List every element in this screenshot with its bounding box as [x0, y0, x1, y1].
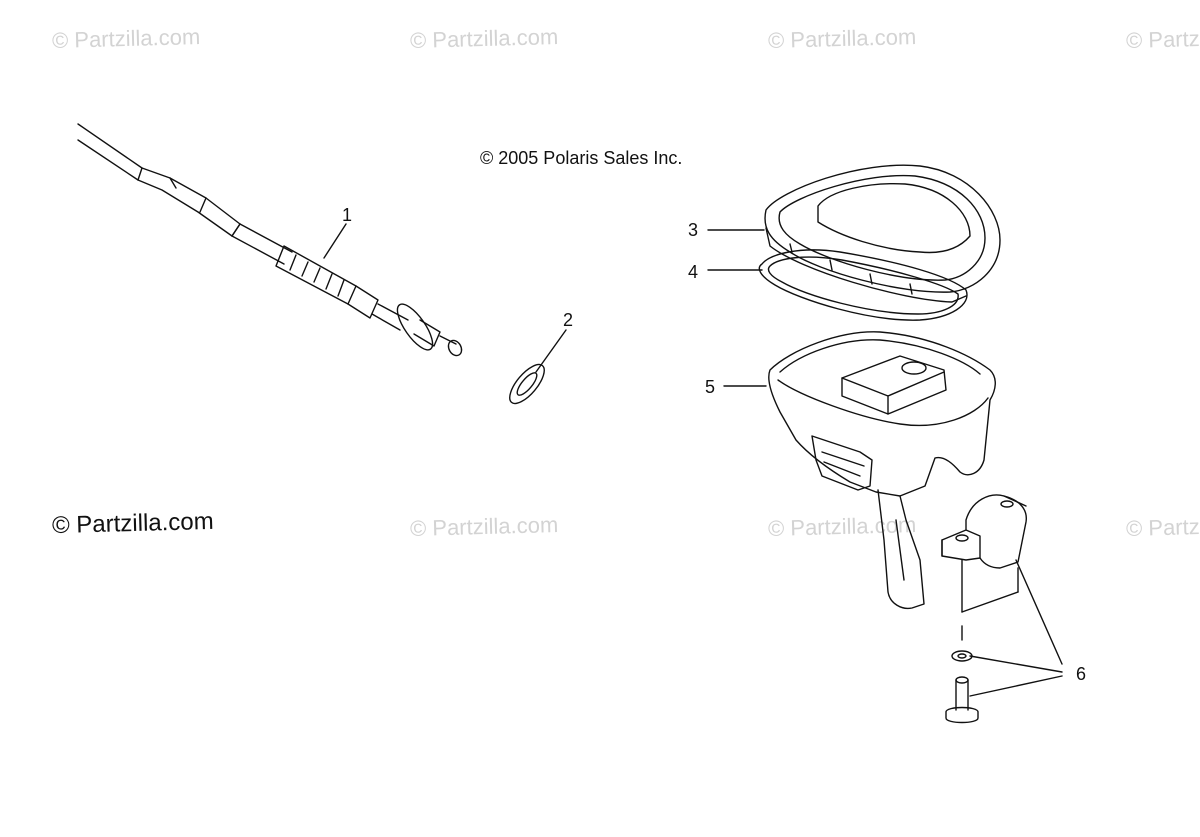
- callout-2: 2: [563, 310, 574, 330]
- switch-housing: [723, 331, 996, 610]
- gasket: [707, 249, 968, 321]
- copyright-notice: © 2005 Polaris Sales Inc.: [480, 148, 683, 168]
- throttle-cable: [77, 123, 463, 357]
- callout-6: 6: [1076, 664, 1087, 684]
- callout-5: 5: [705, 377, 716, 397]
- callout-1: 1: [342, 205, 353, 225]
- callout-3: 3: [688, 220, 699, 240]
- housing-cover: [707, 164, 1001, 303]
- clamp-and-hardware: [941, 494, 1063, 724]
- screw: [955, 679, 969, 711]
- washer: [509, 329, 567, 405]
- callout-4: 4: [688, 262, 699, 282]
- lock-washer: [951, 650, 973, 662]
